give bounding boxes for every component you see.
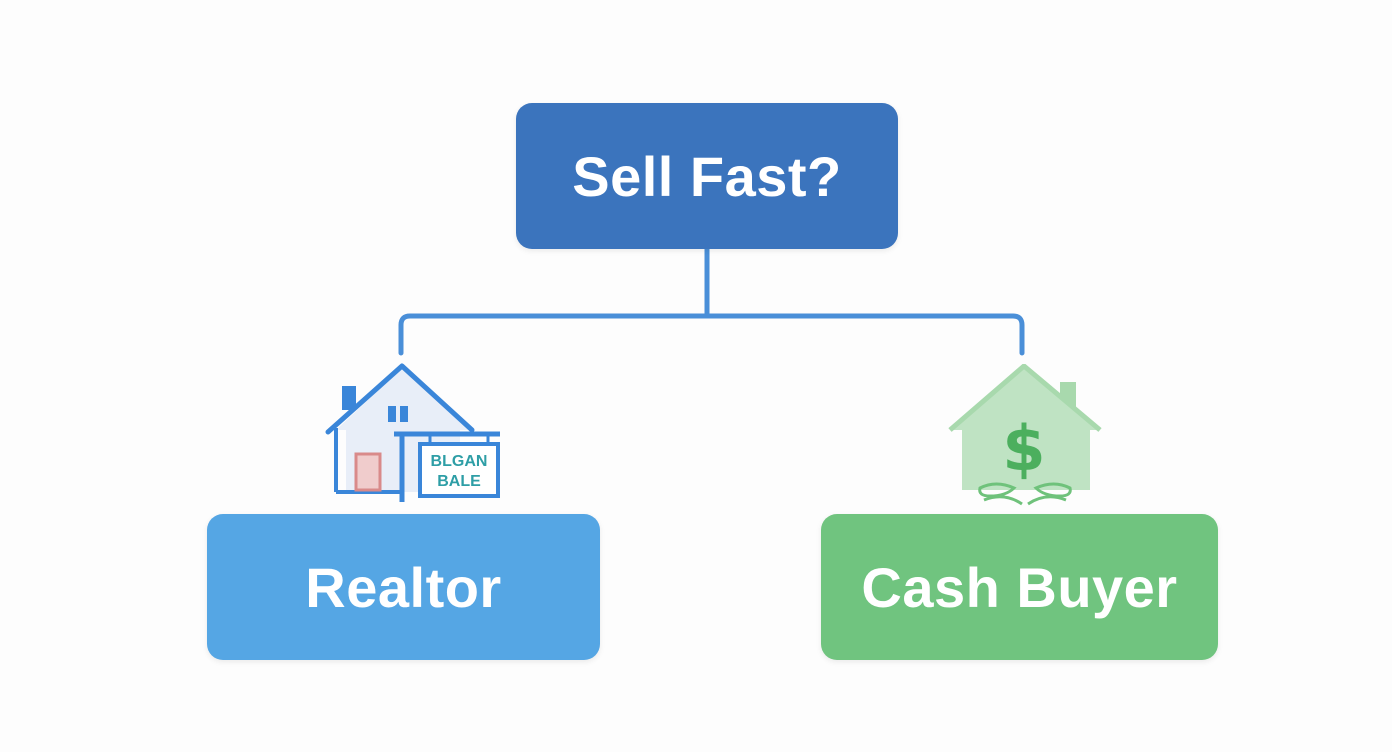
sign-text-line1: BLGAN (431, 453, 488, 470)
cash-buyer-node: Cash Buyer (821, 514, 1218, 660)
realtor-node: Realtor (207, 514, 600, 660)
sign-text-line2: BALE (437, 473, 481, 490)
connector-right-branch (704, 313, 1025, 356)
house-for-sale-icon: BLGAN BALE (325, 363, 500, 502)
connector-left-branch (398, 313, 710, 356)
root-question-label: Sell Fast? (572, 144, 842, 208)
realtor-label: Realtor (305, 555, 502, 619)
cash-house-icon: $ (948, 364, 1102, 506)
cash-buyer-label: Cash Buyer (861, 555, 1178, 619)
dollar-symbol: $ (1002, 412, 1045, 485)
root-question-node: Sell Fast? (516, 103, 898, 249)
